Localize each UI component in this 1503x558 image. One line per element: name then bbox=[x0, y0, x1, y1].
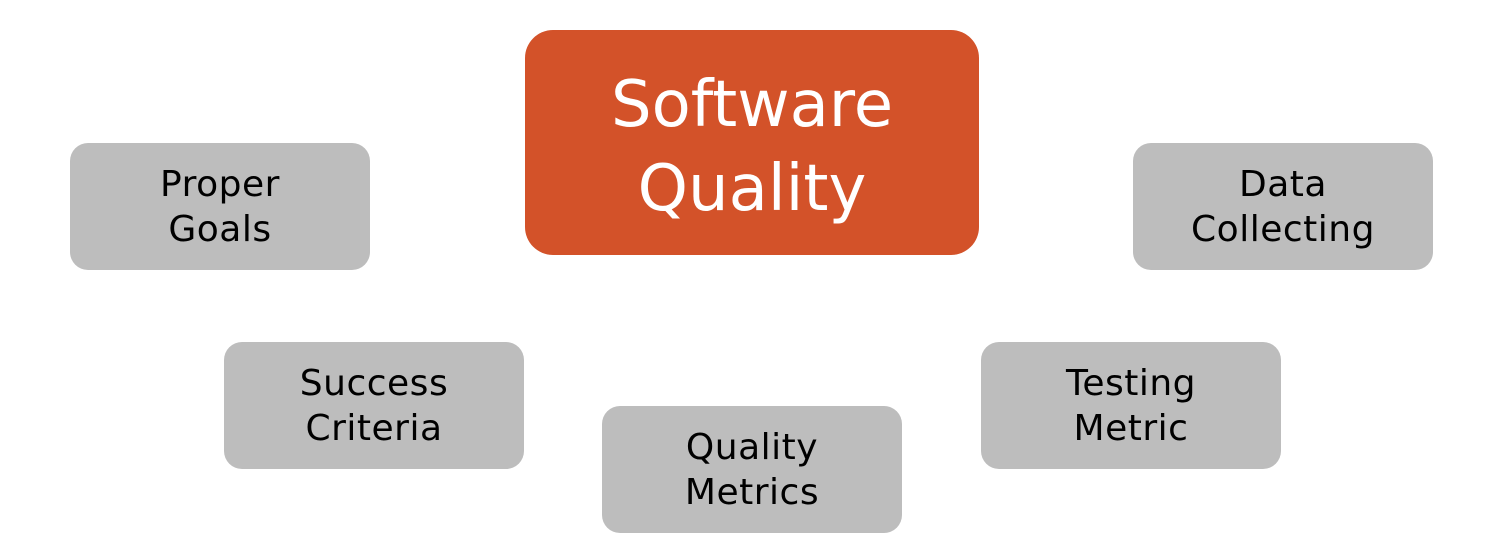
testing-metric-node: Testing Metric bbox=[981, 342, 1281, 469]
data-collecting-node: Data Collecting bbox=[1133, 143, 1433, 270]
success-criteria-node: Success Criteria bbox=[224, 342, 524, 469]
software-quality-node: Software Quality bbox=[525, 30, 979, 255]
proper-goals-node: Proper Goals bbox=[70, 143, 370, 270]
quality-metrics-node: Quality Metrics bbox=[602, 406, 902, 533]
